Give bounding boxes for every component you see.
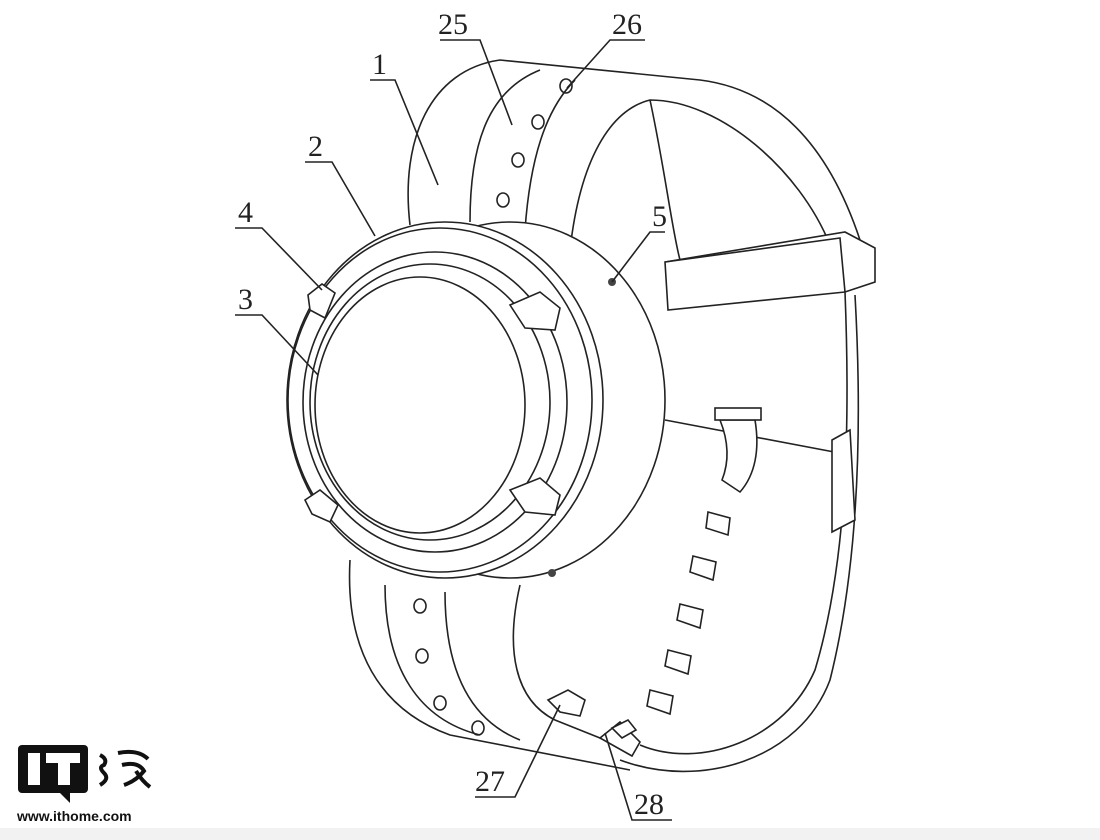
label-26: 26 xyxy=(612,8,642,41)
ithome-logo-mark xyxy=(18,745,152,803)
label-25: 25 xyxy=(438,8,468,41)
ithome-logo xyxy=(18,745,158,808)
label-1: 1 xyxy=(372,48,387,81)
watch-case xyxy=(286,221,666,579)
lower-strap xyxy=(348,559,631,771)
strap-holes-right xyxy=(646,510,731,716)
bezel-clips xyxy=(303,283,561,524)
upper-strap xyxy=(407,59,861,261)
label-3: 3 xyxy=(238,283,253,316)
label-4: 4 xyxy=(238,196,253,229)
label-27: 27 xyxy=(475,765,505,798)
strap-keeper xyxy=(664,231,876,311)
label-2: 2 xyxy=(308,130,323,163)
label-5: 5 xyxy=(652,200,667,233)
bottom-bar xyxy=(0,828,1100,840)
screw-bottom xyxy=(548,569,556,577)
right-strap xyxy=(619,291,860,773)
strap-holes-top xyxy=(496,78,573,208)
clasp-parts xyxy=(546,689,641,758)
leader-lines xyxy=(235,39,672,821)
label-28: 28 xyxy=(634,788,664,821)
ithome-url: www.ithome.com xyxy=(17,808,132,824)
